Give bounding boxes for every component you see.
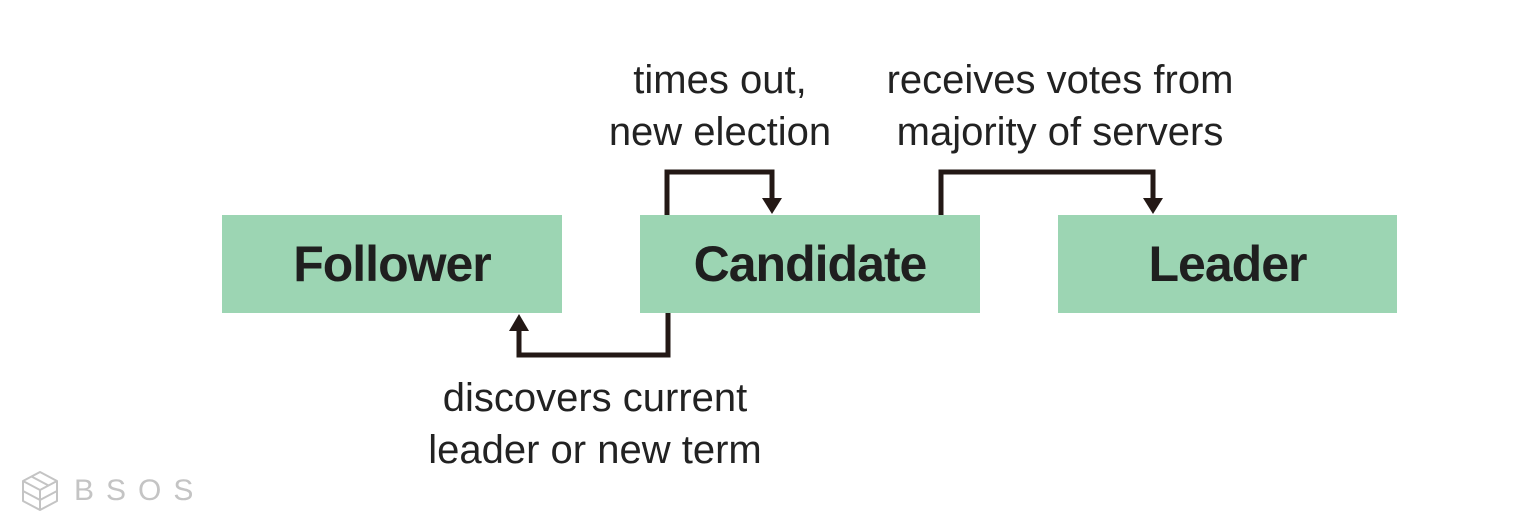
state-leader: Leader [1058, 215, 1397, 313]
transition-label-discovers-line1: discovers current [442, 376, 748, 420]
state-candidate-label: Candidate [693, 236, 928, 292]
watermark: BSOS [20, 470, 205, 512]
arrow-candidate-timeout [664, 169, 782, 215]
transition-label-votes-line1: receives votes from [886, 58, 1234, 102]
transition-label-timeout: times out, new election [560, 54, 880, 158]
state-candidate: Candidate [640, 215, 980, 313]
state-follower-label: Follower [293, 236, 492, 292]
transition-label-discovers-line2: leader or new term [428, 428, 762, 472]
arrow-candidate-to-follower [509, 313, 671, 358]
transition-label-discovers: discovers current leader or new term [380, 372, 810, 476]
cube-logo-icon [22, 471, 58, 511]
watermark-text: BSOS [74, 474, 206, 507]
arrow-candidate-to-leader [938, 169, 1163, 215]
state-leader-label: Leader [1148, 236, 1308, 292]
state-follower: Follower [222, 215, 562, 313]
transition-label-timeout-line1: times out, [633, 58, 807, 102]
transition-label-votes-line2: majority of servers [896, 110, 1224, 154]
transition-label-votes: receives votes from majority of servers [850, 54, 1270, 158]
transition-label-timeout-line2: new election [608, 110, 832, 154]
